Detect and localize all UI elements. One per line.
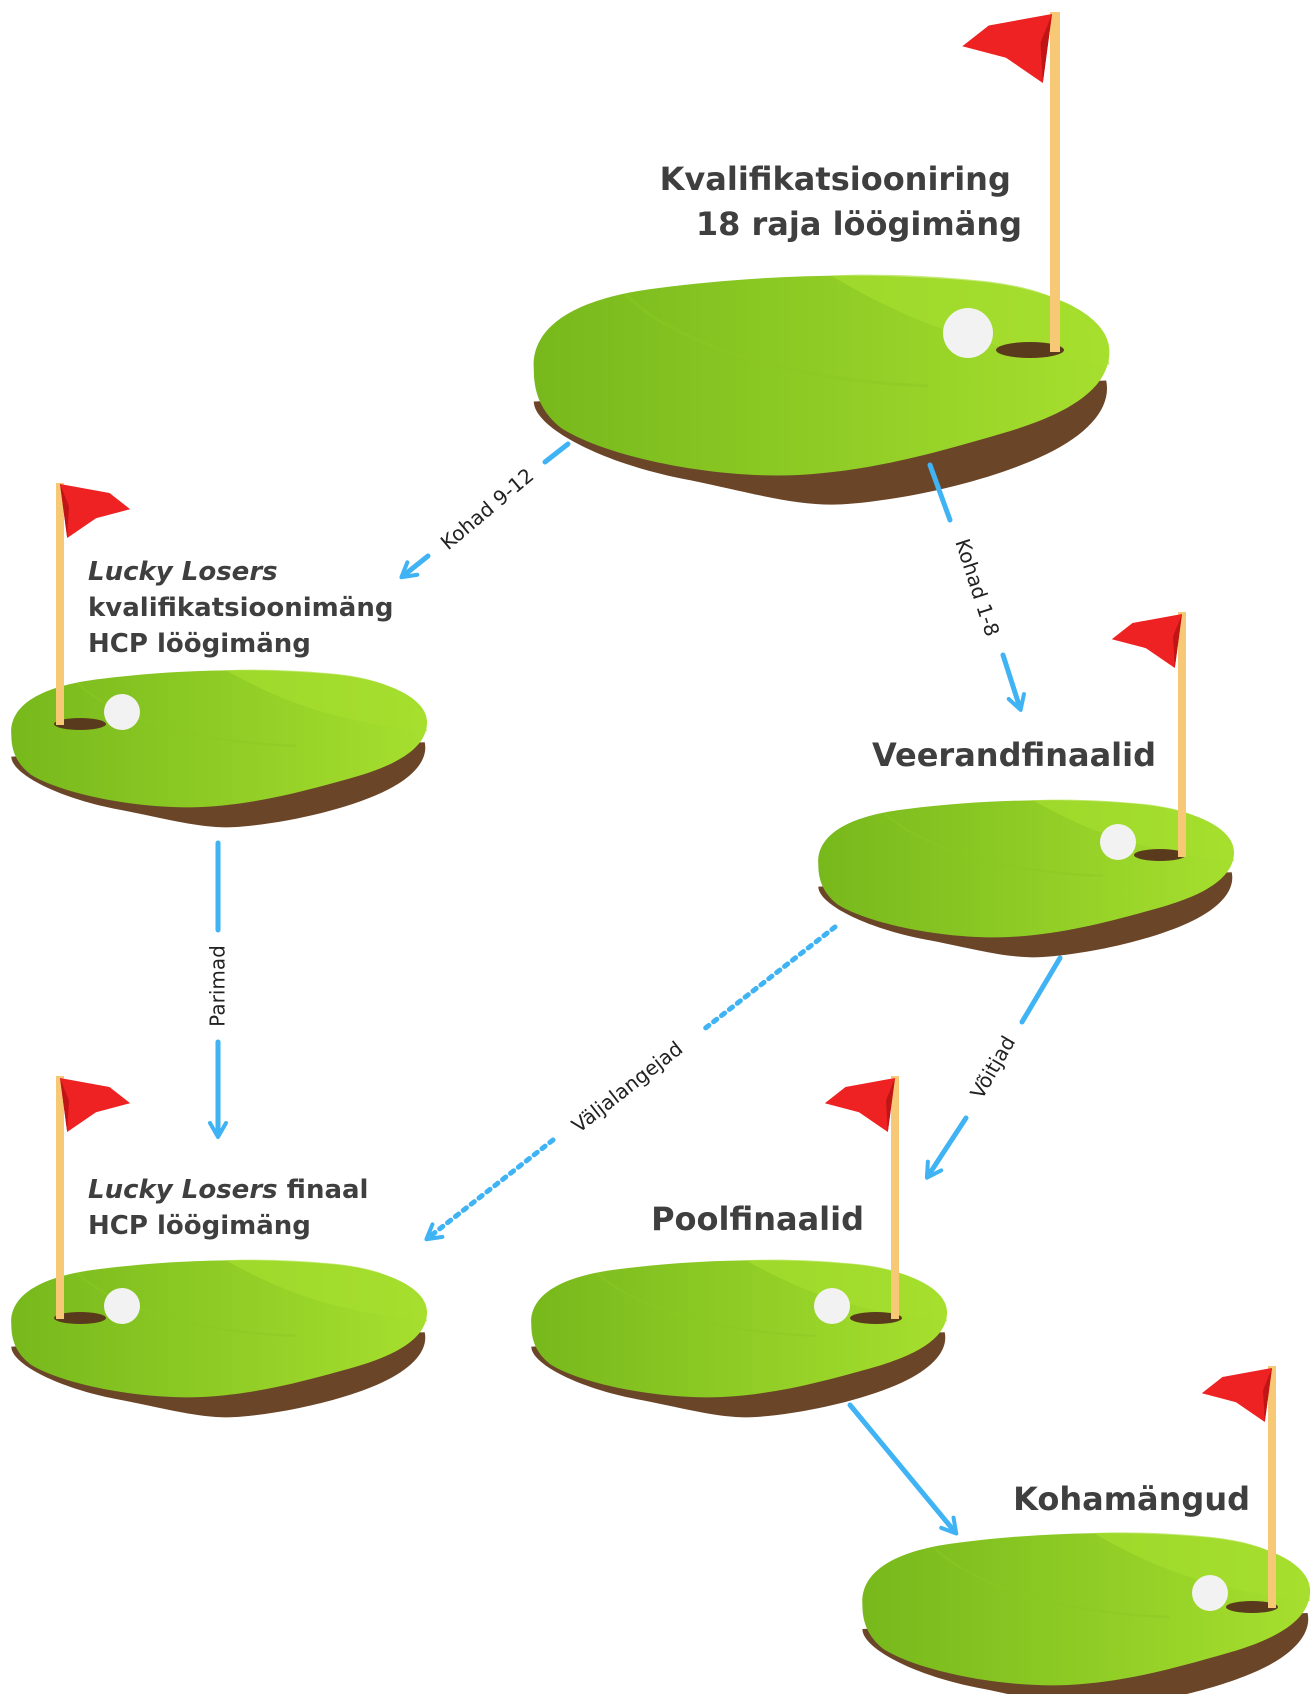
golf-ball-icon (814, 1288, 850, 1324)
edge-places-1-8: Kohad 1-8 (927, 462, 1026, 712)
edge-best: Parimad (206, 840, 230, 1139)
green-placement (861, 1531, 1312, 1694)
edge-places-9-12: Kohad 9-12 (399, 441, 571, 580)
golf-ball-icon (943, 308, 993, 358)
hole-icon (1226, 1601, 1278, 1613)
edge-winners: Võitjad (924, 955, 1063, 1180)
flag-icon (824, 1076, 899, 1319)
flag-icon (56, 483, 131, 725)
flag-icon (56, 1076, 131, 1319)
stage-title-quarterfinals: Veerandfinaalid (872, 736, 1156, 774)
edge-label-eliminated: Väljalangejad (567, 1036, 687, 1137)
stage-title-lucky-losers-final: Lucky Losers finaal HCP löögimäng (88, 1175, 378, 1241)
golf-ball-icon (104, 1288, 140, 1324)
flag-icon (1201, 1366, 1276, 1608)
edge-eliminated: Väljalangejad (424, 924, 838, 1242)
edge-label-winners: Võitjad (965, 1032, 1020, 1103)
golf-ball-icon (1192, 1575, 1228, 1611)
golf-ball-icon (1100, 824, 1136, 860)
green-quarterfinals (817, 798, 1236, 959)
hole-icon (996, 342, 1064, 358)
stage-title-semifinals: Poolfinaalid (651, 1200, 864, 1238)
golf-ball-icon (104, 694, 140, 730)
stage-title-lucky-losers-qual: Lucky Losers kvalifikatsioonimäng HCP lö… (88, 557, 403, 659)
green-lucky-losers-final (10, 1258, 429, 1419)
hole-icon (54, 718, 106, 730)
edge-semifinal-to-placement (847, 1402, 959, 1536)
stage-title-placement: Kohamängud (1013, 1480, 1250, 1518)
green-qualifying (532, 273, 1112, 507)
stage-title-qualifying: Kvalifikatsiooniring 18 raja löögimäng (660, 160, 1022, 243)
flag-icon (962, 12, 1060, 352)
green-semifinals (530, 1258, 949, 1419)
flag-icon (1111, 612, 1186, 857)
edge-label-best: Parimad (206, 945, 230, 1027)
edge-label-places-1-8: Kohad 1-8 (950, 536, 1004, 639)
edge-label-places-9-12: Kohad 9-12 (436, 463, 539, 554)
green-lucky-losers-qual (10, 668, 429, 829)
hole-icon (850, 1312, 902, 1324)
hole-icon (1134, 849, 1186, 861)
hole-icon (54, 1312, 106, 1324)
